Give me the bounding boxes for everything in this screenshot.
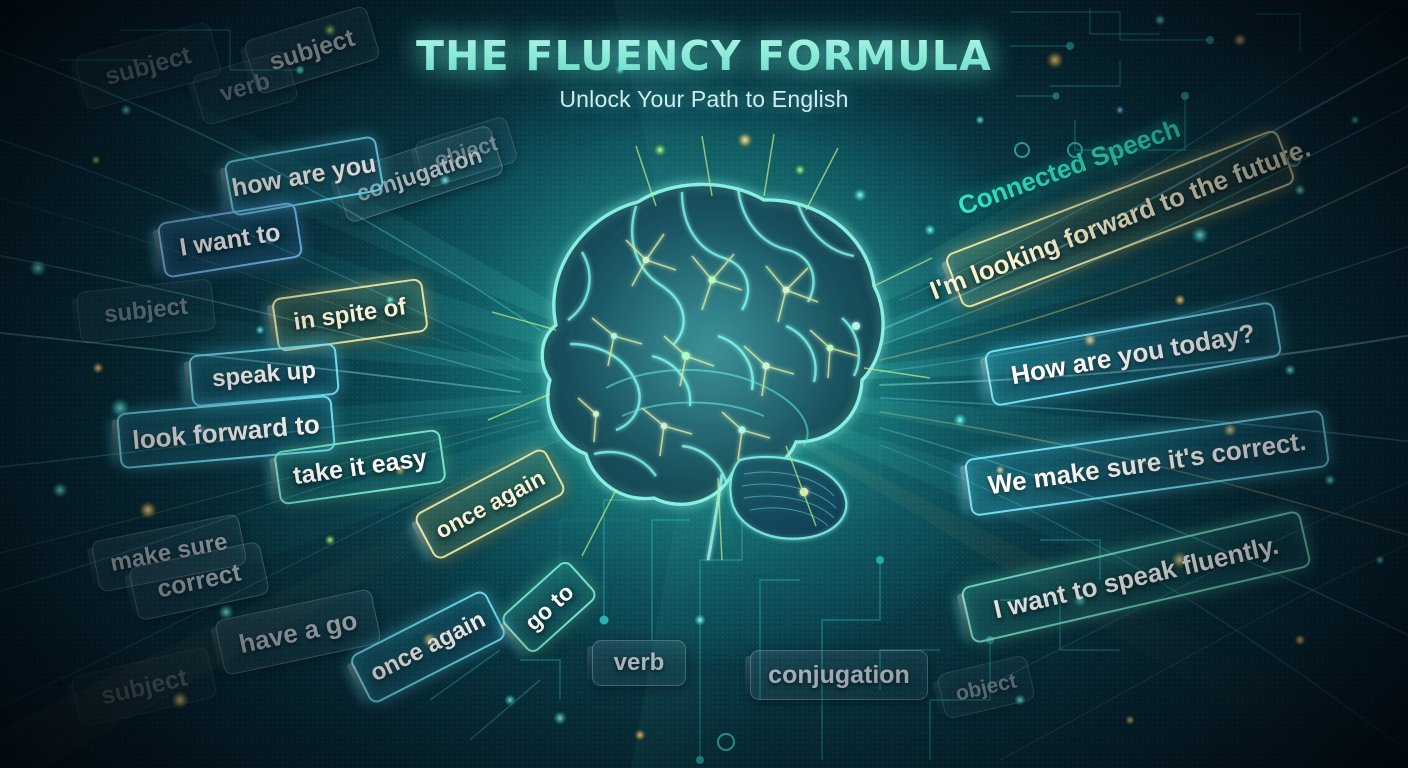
label-conjugation-2[interactable]: conjugation	[745, 650, 928, 700]
label-subject-4[interactable]: subject	[69, 645, 219, 729]
label-subject-3[interactable]: subject	[75, 278, 217, 344]
chip-how-are-you-today[interactable]: How are you today?	[983, 300, 1283, 408]
page-subtitle: Unlock Your Path to English	[559, 86, 849, 112]
page-title: THE FLUENCY FORMULA	[0, 32, 1408, 80]
label-verb-2[interactable]: verb	[587, 640, 686, 686]
chip-i-want-to[interactable]: I want to	[156, 201, 304, 279]
label-object-2[interactable]: object	[936, 654, 1036, 720]
title-block: THE FLUENCY FORMULA Unlock Your Path to …	[0, 32, 1408, 113]
brain-graphic	[396, 40, 1026, 660]
